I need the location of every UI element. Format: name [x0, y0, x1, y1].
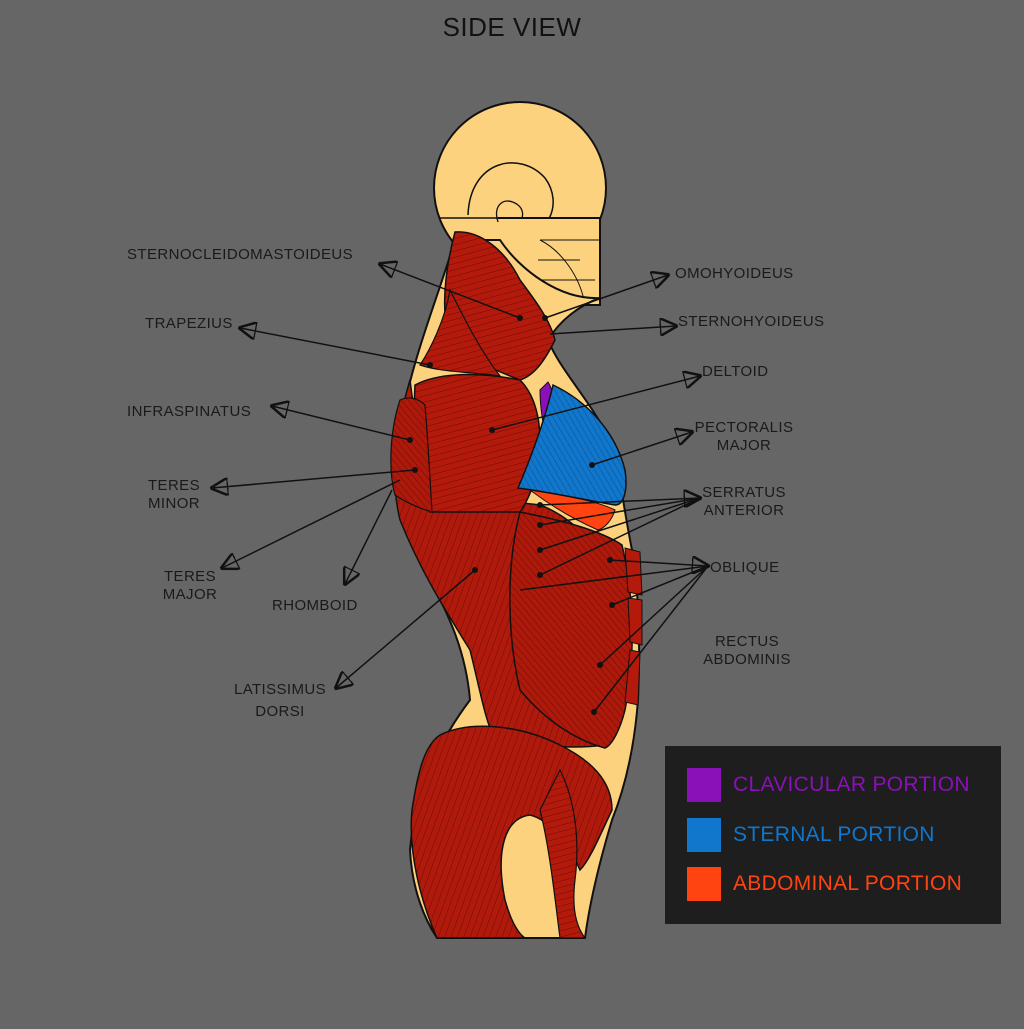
- label-omohyoideus: OMOHYOIDEUS: [675, 265, 794, 282]
- label-pectoralis-line2: MAJOR: [716, 437, 772, 454]
- oblique-muscles: [509, 511, 633, 749]
- sternal-portion: [516, 383, 627, 506]
- label-latissimus-line2: DORSI: [255, 703, 305, 720]
- label-trapezius: TRAPEZIUS: [145, 315, 233, 332]
- label-teres-minor: TERES MINOR: [146, 477, 202, 513]
- abdominal-portion: [529, 489, 616, 531]
- label-teres-major-line1: TERES: [163, 568, 216, 585]
- legend-label-abdominal: ABDOMINAL PORTION: [733, 872, 963, 895]
- page-title: SIDE VIEW: [442, 12, 582, 42]
- trapezius-muscle: [419, 288, 502, 377]
- legend-swatch-abdominal: [687, 867, 721, 901]
- label-teres-major: TERES MAJOR: [160, 568, 220, 604]
- label-sternohyoideus: STERNOHYOIDEUS: [678, 313, 825, 330]
- legend-item-clavicular: CLAVICULAR PORTION: [687, 768, 970, 802]
- label-teres-major-line2: MAJOR: [162, 586, 218, 603]
- label-latissimus-dorsi: LATISSIMUS DORSI: [230, 681, 330, 721]
- head: [433, 101, 607, 306]
- legend-panel: CLAVICULAR PORTION STERNAL PORTION ABDOM…: [665, 746, 1001, 924]
- label-rectus-line1: RECTUS: [714, 633, 780, 650]
- deltoid-muscle: [413, 373, 541, 513]
- leader-lines: [212, 264, 708, 713]
- legend-swatch-clavicular: [687, 768, 721, 802]
- legend-label-clavicular: CLAVICULAR PORTION: [733, 773, 970, 796]
- label-serratus-line2: ANTERIOR: [703, 502, 785, 519]
- legend-swatch-sternal: [687, 818, 721, 852]
- label-rectus-line2: ABDOMINIS: [703, 651, 791, 668]
- label-serratus-anterior: SERRATUS ANTERIOR: [700, 484, 788, 520]
- rectus-abdominis: [624, 547, 643, 706]
- label-teres-minor-line1: TERES: [147, 477, 200, 494]
- label-latissimus-line1: LATISSIMUS: [233, 681, 327, 698]
- label-teres-minor-line2: MINOR: [148, 495, 200, 512]
- legend-label-sternal: STERNAL PORTION: [733, 823, 935, 846]
- label-serratus-line1: SERRATUS: [702, 484, 786, 501]
- legend-item-sternal: STERNAL PORTION: [687, 818, 935, 852]
- label-rhomboid: RHOMBOID: [272, 597, 358, 614]
- scapular-muscles: [390, 397, 433, 513]
- anchor-dots: [407, 315, 615, 715]
- label-pectoralis-major: PECTORALIS MAJOR: [692, 419, 796, 455]
- label-rectus-abdominis: RECTUS ABDOMINIS: [696, 633, 798, 669]
- label-sternocleidomastoideus: STERNOCLEIDOMASTOIDEUS: [127, 246, 354, 263]
- thigh-muscle: [539, 768, 587, 939]
- legend-item-abdominal: ABDOMINAL PORTION: [687, 867, 962, 901]
- label-pectoralis-line1: PECTORALIS: [694, 419, 794, 436]
- label-oblique: OBLIQUE: [710, 559, 780, 576]
- label-deltoid: DELTOID: [702, 363, 769, 380]
- label-infraspinatus: INFRASPINATUS: [127, 403, 252, 420]
